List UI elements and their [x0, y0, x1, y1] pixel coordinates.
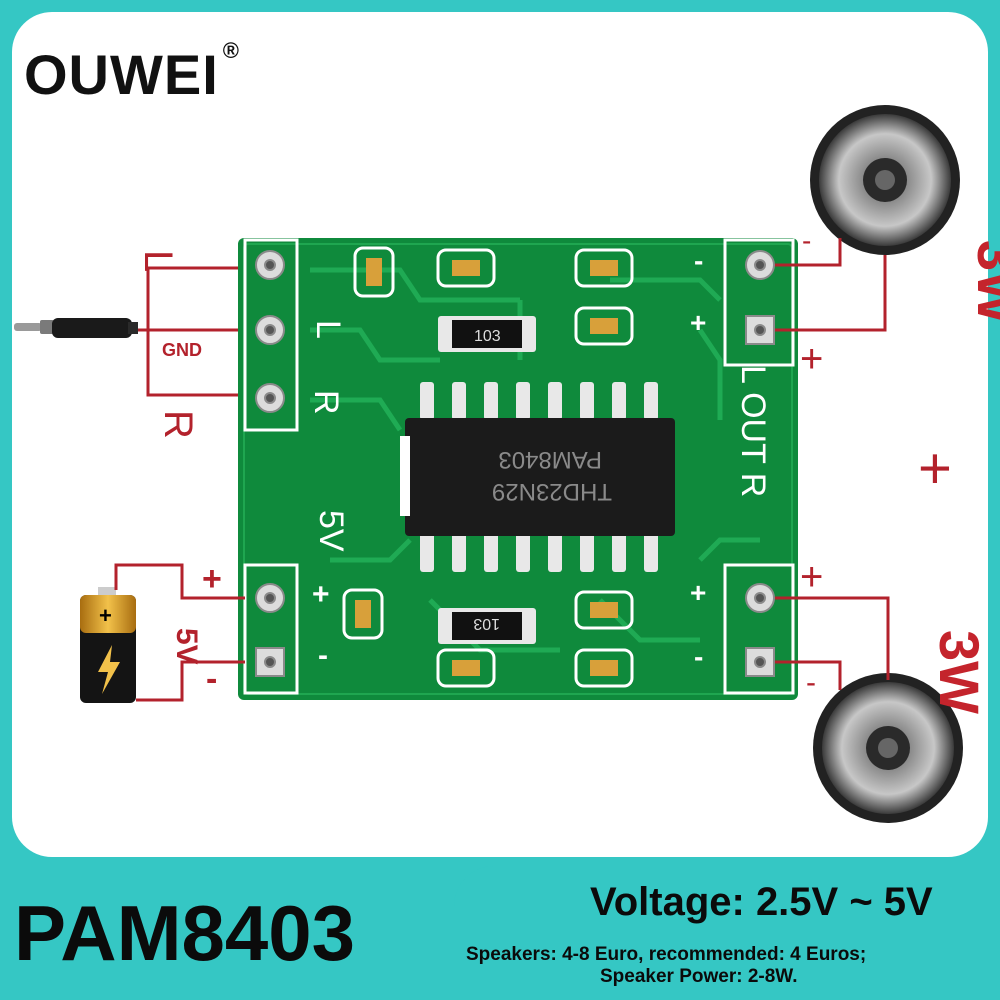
resistor-bottom-marking: 103 — [473, 615, 500, 632]
board-out-left-minus: - — [694, 245, 703, 276]
chip-batch-code: THD23N29 — [492, 478, 612, 505]
input-wires — [138, 266, 245, 397]
speaker-bottom-minus: - — [806, 666, 816, 699]
trademark-symbol: ® — [222, 38, 240, 63]
svg-text:+: + — [99, 603, 112, 628]
voltage-spec: Voltage: 2.5V ~ 5V — [590, 880, 933, 924]
speaker-top-power-label: 3W — [966, 240, 1000, 324]
board-output-label: L OUT R — [734, 365, 772, 497]
speaker-bottom-power-label: 3W — [928, 630, 991, 714]
board-input-left-label: L — [309, 320, 347, 339]
brand-logo: OUWEI® — [24, 38, 240, 107]
board-out-right-plus: + — [690, 577, 706, 608]
solder-pads — [255, 250, 775, 677]
capacitors — [342, 246, 634, 688]
board-out-left-plus: + — [690, 307, 706, 338]
amplifier-chip: THD23N29 PAM8403 — [400, 382, 675, 572]
speaker-top-icon — [810, 105, 960, 255]
battery-icon: + — [80, 587, 136, 703]
input-right-label: R — [156, 410, 200, 439]
audio-jack-icon — [14, 318, 138, 338]
board-power-label: 5V — [312, 510, 350, 552]
resistor-top-marking: 103 — [474, 328, 501, 345]
model-banner — [0, 872, 380, 1000]
resistor-bottom: 103 — [438, 608, 536, 644]
input-ground-label: GND — [162, 340, 202, 360]
speaker-spec-line: Speakers: 4-8 Euro, recommended: 4 Euros… — [466, 944, 867, 965]
speaker-top-minus: - — [802, 225, 811, 256]
spec-banner — [454, 866, 1000, 1000]
power-minus-label: - — [206, 660, 217, 698]
power-plus-label: + — [202, 560, 222, 598]
speaker-bottom-plus: + — [800, 555, 823, 599]
speaker-bottom-icon — [813, 673, 963, 823]
chip-model-marking: PAM8403 — [498, 446, 602, 473]
amplifier-wiring-illustration: L GND R — [14, 105, 1000, 823]
speaker-top-plus: + — [800, 337, 823, 381]
resistor-top: 103 — [438, 316, 536, 352]
board-power-minus: - — [318, 639, 328, 672]
input-left-label: L — [136, 250, 180, 272]
power-wires — [114, 563, 245, 702]
brand-name: OUWEI — [24, 43, 219, 106]
board-power-plus: + — [312, 578, 330, 611]
speaker-power-line: Speaker Power: 2-8W. — [600, 966, 798, 987]
board-out-right-minus: - — [694, 641, 703, 672]
board-input-right-label: R — [307, 390, 345, 415]
center-plus-sign: + — [918, 436, 952, 501]
model-name: PAM8403 — [14, 889, 356, 977]
battery-voltage-label: 5V — [170, 628, 203, 665]
speaker-wires — [775, 238, 890, 690]
